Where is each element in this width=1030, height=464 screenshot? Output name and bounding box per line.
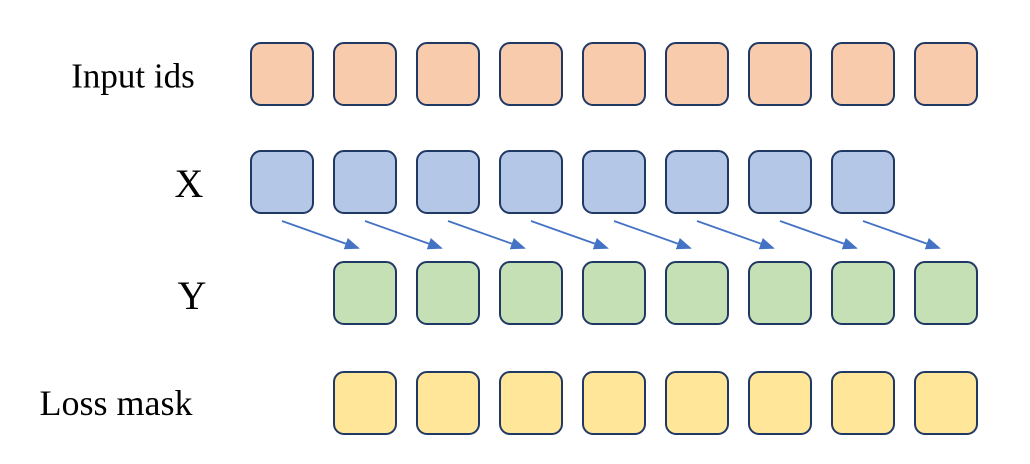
shift-arrow bbox=[696, 220, 775, 250]
y-token-square bbox=[582, 261, 646, 325]
loss-mask-token-square bbox=[499, 371, 563, 435]
x-token-square bbox=[748, 150, 812, 214]
loss-mask-token-square bbox=[914, 371, 978, 435]
x-token-square bbox=[499, 150, 563, 214]
input-ids-token-square bbox=[499, 42, 563, 106]
loss-mask-token-square bbox=[582, 371, 646, 435]
input-ids-token-square bbox=[582, 42, 646, 106]
y-token-square bbox=[416, 261, 480, 325]
x-token-square bbox=[333, 150, 397, 214]
y-token-square bbox=[499, 261, 563, 325]
shift-arrow bbox=[364, 220, 443, 250]
y-token-square bbox=[665, 261, 729, 325]
x-token-square bbox=[250, 150, 314, 214]
x-token-square bbox=[582, 150, 646, 214]
y-token-square bbox=[333, 261, 397, 325]
input-ids-token-square bbox=[416, 42, 480, 106]
input-ids-token-square bbox=[914, 42, 978, 106]
shift-arrow bbox=[281, 220, 360, 250]
input-ids-token-square bbox=[665, 42, 729, 106]
row-label-input-ids: Input ids bbox=[71, 56, 195, 96]
y-token-square bbox=[748, 261, 812, 325]
shift-arrow bbox=[779, 220, 858, 250]
loss-mask-token-square bbox=[665, 371, 729, 435]
y-token-square bbox=[914, 261, 978, 325]
input-ids-token-square bbox=[250, 42, 314, 106]
shift-arrow bbox=[862, 220, 941, 250]
loss-mask-token-square bbox=[416, 371, 480, 435]
input-ids-token-square bbox=[748, 42, 812, 106]
shift-arrow bbox=[613, 220, 692, 250]
x-token-square bbox=[831, 150, 895, 214]
input-ids-token-square bbox=[333, 42, 397, 106]
loss-mask-token-square bbox=[748, 371, 812, 435]
x-token-square bbox=[416, 150, 480, 214]
loss-mask-token-square bbox=[333, 371, 397, 435]
row-label-loss-mask: Loss mask bbox=[39, 383, 193, 423]
input-ids-token-square bbox=[831, 42, 895, 106]
shift-arrow bbox=[530, 220, 609, 250]
loss-mask-token-square bbox=[831, 371, 895, 435]
shift-arrow bbox=[447, 220, 526, 250]
row-label-y: Y bbox=[177, 273, 207, 318]
row-label-x: X bbox=[174, 161, 204, 206]
x-token-square bbox=[665, 150, 729, 214]
y-token-square bbox=[831, 261, 895, 325]
